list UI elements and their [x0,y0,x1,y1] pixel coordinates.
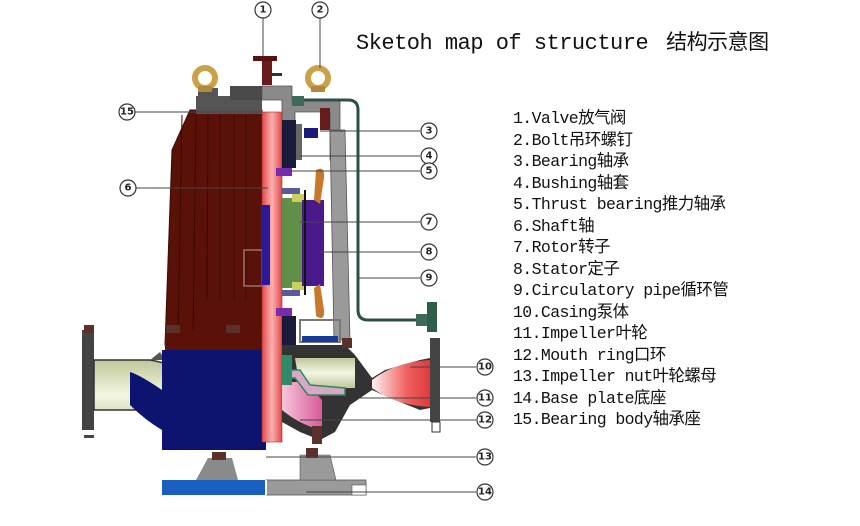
callout-3: 3 [420,122,438,140]
callout-2: 2 [311,1,329,19]
legend-item: 4.Bushing轴套 [513,173,629,193]
svg-text:2: 2 [317,5,324,16]
callout-5: 5 [420,162,438,180]
svg-text:7: 7 [426,217,433,228]
svg-text:4: 4 [426,151,433,162]
callout-14: 14 [476,483,494,501]
svg-text:11: 11 [478,393,492,404]
svg-text:15: 15 [120,107,134,118]
legend-item: 1.Valve放气阀 [513,109,626,128]
title-chinese: 结构示意图 [666,30,769,54]
legend-item: 3.Bearing轴承 [513,152,629,171]
legend-item: 9.Circulatory pipe循环管 [513,281,729,300]
callout-12: 12 [476,411,494,429]
callout-11: 11 [476,389,494,407]
bearings [276,120,318,346]
lifting-bolts [192,65,331,92]
motor-body [164,109,263,350]
svg-text:10: 10 [478,362,492,373]
bearing-body [196,86,262,114]
leader-lines [134,18,476,493]
legend-item: 11.Impeller叶轮 [513,324,648,343]
svg-text:8: 8 [426,247,433,258]
svg-text:13: 13 [478,452,492,463]
legend-item: 8.Stator定子 [513,259,620,279]
parts-legend: 1.Valve放气阀 2.Bolt吊环螺钉 3.Bearing轴承 4.Bush… [513,108,729,431]
inlet-casing [82,325,266,450]
callout-4: 4 [420,147,438,165]
callout-15: 15 [118,103,136,121]
stator-housing [299,129,351,343]
top-frame [261,85,341,161]
legend-item: 14.Base plate底座 [513,388,666,408]
legend-item: 7.Rotor转子 [513,238,611,257]
pump-casing [281,338,441,444]
diagram-title: Sketoh map of structure 结构示意图 [356,26,769,56]
callout-9: 9 [420,269,438,287]
callout-8: 8 [420,243,438,261]
legend-item: 5.Thrust bearing推力轴承 [513,195,726,214]
svg-text:9: 9 [426,273,433,284]
circulatory-pipe [304,98,437,332]
base-plate [162,448,367,496]
legend-item: 10.Casing泵体 [513,302,629,322]
legend-item: 13.Impeller nut叶轮螺母 [513,367,717,386]
air-valve [253,56,282,85]
title-english: Sketoh map of structure [356,31,649,56]
legend-item: 12.Mouth ring口环 [513,345,666,365]
callout-13: 13 [476,448,494,466]
svg-text:12: 12 [478,415,492,426]
legend-item: 6.Shaft轴 [513,216,595,236]
callout-6: 6 [119,179,137,197]
svg-text:6: 6 [125,183,132,194]
legend-item: 15.Bearing body轴承座 [513,410,701,429]
legend-item: 2.Bolt吊环螺钉 [513,130,633,150]
svg-text:5: 5 [426,166,433,177]
callout-7: 7 [420,213,438,231]
callout-1: 1 [254,1,272,19]
svg-text:1: 1 [260,5,267,16]
callout-10: 10 [476,358,494,376]
svg-text:14: 14 [478,487,492,498]
svg-text:3: 3 [426,126,433,137]
